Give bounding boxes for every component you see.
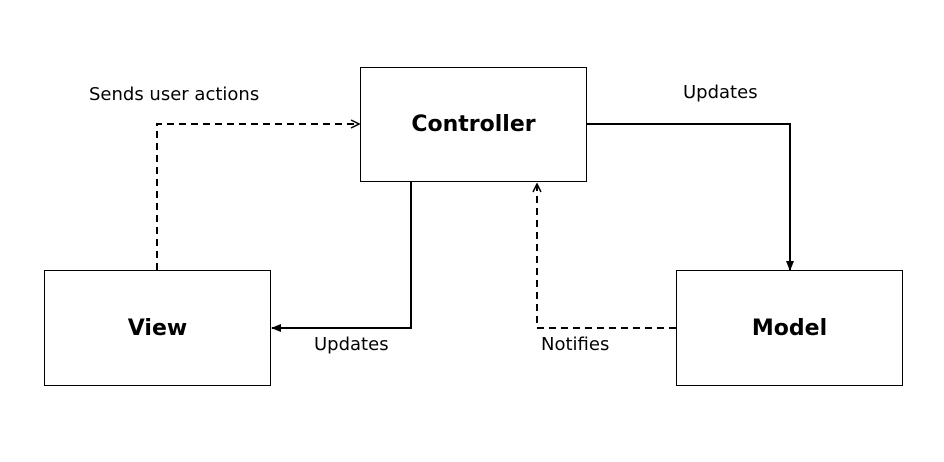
- arrow-controller-to-view: [271, 182, 412, 332]
- edge-label-sends-user-actions: Sends user actions: [89, 84, 260, 105]
- arrow-view-to-controller: [156, 124, 359, 270]
- edge-label-updates-model: Updates: [683, 82, 758, 103]
- edge-label-updates-view: Updates: [314, 334, 389, 355]
- arrow-controller-to-model: [587, 123, 794, 271]
- controller-label: Controller: [411, 112, 536, 137]
- view-label: View: [127, 315, 188, 341]
- edge-label-notifies: Notifies: [541, 334, 610, 355]
- model-box: Model: [676, 270, 903, 386]
- model-label: Model: [751, 315, 828, 341]
- view-box: View: [44, 270, 271, 386]
- arrow-model-to-controller: [537, 184, 676, 329]
- controller-box: Controller: [360, 67, 587, 182]
